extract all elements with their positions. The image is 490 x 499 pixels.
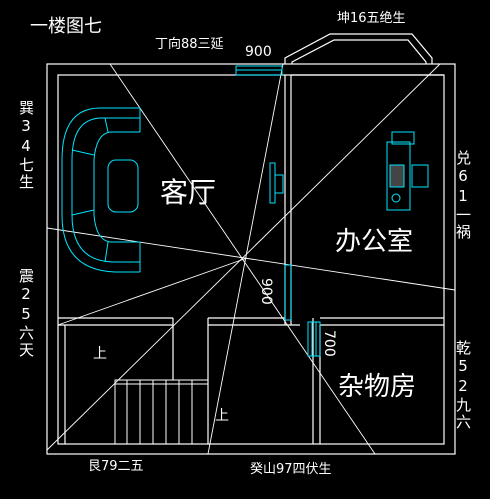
office-desk	[386, 131, 429, 211]
top-right-direction-label: 坤16五绝生	[337, 11, 406, 26]
tv-unit	[269, 162, 284, 204]
left-lower-direction-label: 震25六天	[17, 268, 35, 359]
storage-door	[307, 321, 321, 357]
room-office: 办公室	[335, 227, 413, 257]
staircase	[114, 379, 209, 445]
top-window	[235, 65, 283, 76]
bottom-left-direction-label: 艮79二五	[88, 459, 144, 474]
direction-lines	[46, 63, 456, 455]
center-door-dim: 900	[258, 278, 274, 305]
room-storage: 杂物房	[338, 372, 416, 402]
room-living: 客厅	[160, 176, 216, 209]
storage-door-dim: 700	[321, 330, 337, 357]
stair-up-label-1: 上	[93, 346, 107, 362]
sofa	[61, 107, 141, 273]
drawing-title: 一楼图七	[30, 16, 102, 37]
right-upper-direction-label: 兑61一祸	[454, 150, 472, 241]
top-left-direction-label: 丁向88三延	[155, 37, 224, 52]
left-upper-direction-label: 巽34七生	[17, 100, 35, 191]
stair-up-label-2: 上	[215, 408, 229, 424]
top-window-dim: 900	[245, 44, 272, 60]
office-door	[284, 264, 292, 321]
right-lower-direction-label: 乾52九六	[454, 340, 472, 431]
bottom-center-direction-label: 癸山97四伏生	[250, 462, 332, 477]
